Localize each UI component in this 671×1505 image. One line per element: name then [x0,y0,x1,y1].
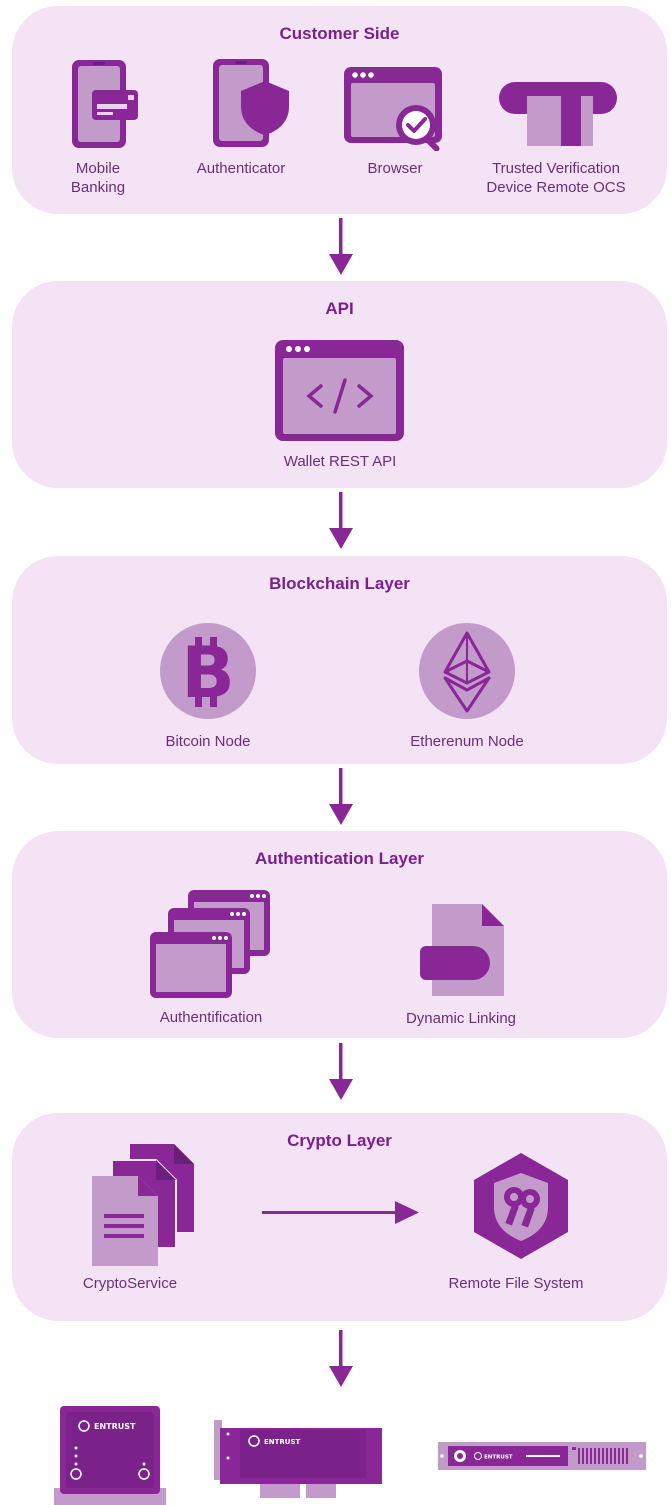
documents-icon [92,1144,196,1268]
flow-arrow [326,1043,356,1103]
item-label: Mobile Banking [70,160,126,196]
layer-authentication: Authentication Layer [12,831,667,1038]
layer-title: API [325,299,354,318]
item-label: Bitcoin Node [165,733,251,750]
item-label: Browser [367,160,423,177]
layer-title: Crypto Layer [287,1131,392,1150]
layer-title: Blockchain Layer [269,574,410,593]
ethereum-icon [419,623,515,719]
entrust-brand-label: ENTRUST [264,1438,301,1446]
layer-title: Customer Side [279,24,400,43]
item-label: Authenticator [196,160,286,177]
layer-blockchain: Blockchain Layer [12,556,667,764]
item-label: Remote File System [448,1275,584,1292]
usb-hsm-device: ENTRUST [54,1404,166,1505]
code-window-icon [275,340,405,442]
item-label: Dynamic Linking [405,1010,517,1027]
entrust-brand-label: ENTRUST [484,1455,513,1461]
card-reader-icon [499,82,619,148]
layer-title: Authentication Layer [254,849,425,868]
item-label: Authentification [159,1009,263,1026]
mobile-banking-icon [70,60,140,150]
pcie-hsm-card: ENTRUST [214,1418,384,1504]
item-label: Trusted Verification Device Remote OCS [486,160,626,196]
flow-arrow [326,492,356,552]
linked-document-icon [416,902,506,998]
svg-text:B: B [181,632,234,714]
authenticator-icon [213,59,293,149]
item-label: CryptoService [82,1275,178,1292]
flow-arrow [326,218,356,278]
bitcoin-icon: B [160,623,256,719]
flow-arrow [326,768,356,828]
flow-arrow [326,1330,356,1390]
stacked-windows-icon [150,888,274,1000]
rack-hsm-appliance: ENTRUST [438,1442,648,1472]
browser-icon [344,67,454,151]
entrust-brand-label: ENTRUST [94,1422,136,1431]
item-label: Wallet REST API [283,453,397,470]
flow-arrow-horizontal [262,1199,422,1227]
key-shield-icon [470,1151,572,1261]
item-label: Etherenum Node [410,733,524,750]
